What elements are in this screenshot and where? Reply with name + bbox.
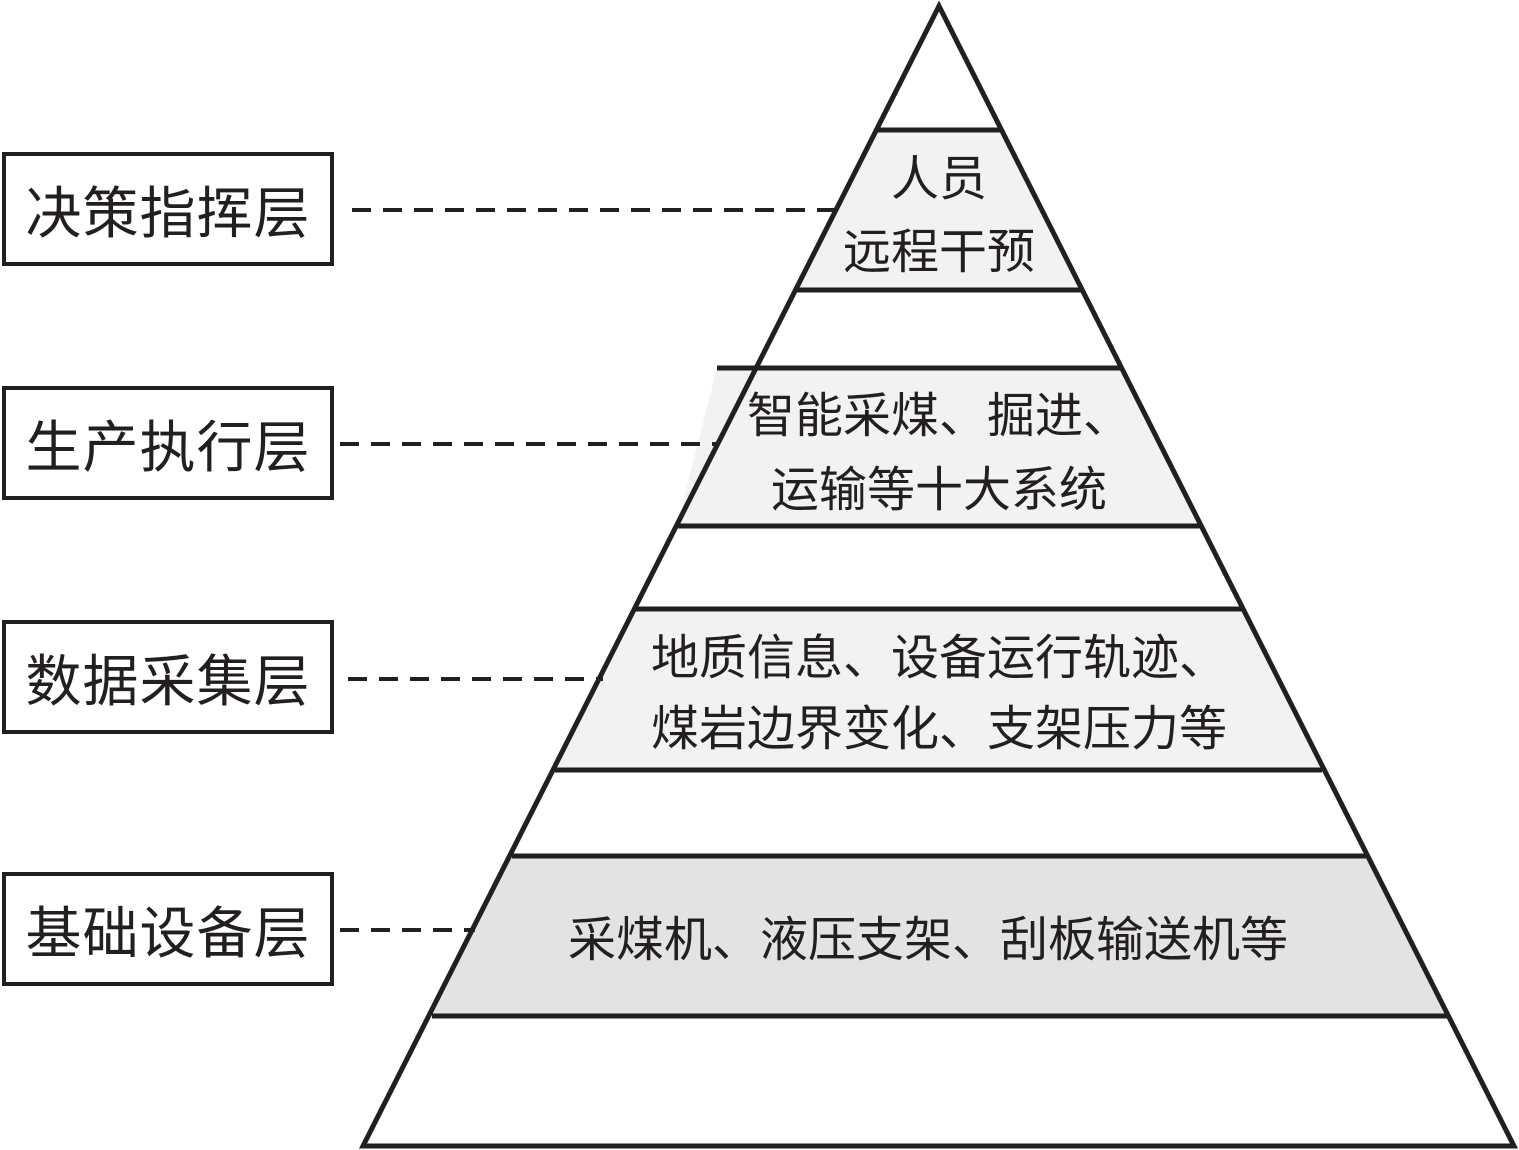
layer-label-data-collection: 数据采集层 [2, 620, 334, 734]
dashed-connectors [340, 208, 840, 932]
band-decision-line-2: 远程干预 [843, 224, 1035, 280]
band-decision-line-1: 人员 [891, 151, 987, 207]
layer-label-production: 生产执行层 [2, 386, 334, 500]
band-decision [797, 130, 1081, 290]
layer-label-basic-equipment: 基础设备层 [2, 872, 334, 986]
band-production [677, 368, 1200, 526]
band-production-line-1: 智能采煤、掘进、 [747, 388, 1131, 444]
pyramid-outline [358, 0, 1519, 1149]
layer-label-decision: 决策指挥层 [2, 152, 334, 266]
band-data-collection-line-2: 煤岩边界变化、支架压力等 [651, 701, 1227, 757]
band-separators [432, 127, 1447, 1019]
band-basic-equipment-line-1: 采煤机、液压支架、刮板输送机等 [568, 912, 1288, 968]
band-data-collection-line-1: 地质信息、设备运行轨迹、 [651, 630, 1227, 686]
band-production-line-2: 运输等十大系统 [771, 462, 1107, 518]
band-basic-equipment [432, 856, 1447, 1016]
band-data-collection [555, 609, 1322, 770]
